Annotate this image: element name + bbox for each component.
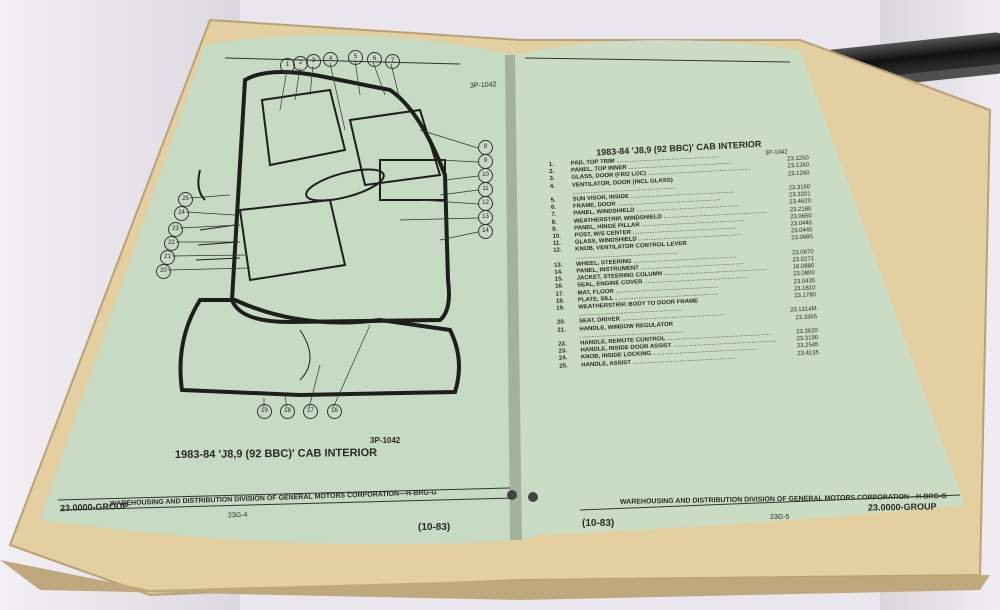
- windshield: [348, 108, 442, 187]
- illustration-code: 3P-1042: [469, 81, 497, 90]
- right-footer-rule: [579, 494, 961, 511]
- callout-number: 14: [478, 224, 493, 239]
- callout-number: 24: [174, 206, 189, 221]
- caption-code: 3P-1042: [370, 436, 401, 445]
- parts-list-number: 19.: [556, 305, 565, 312]
- right-footer-date: (10-83): [582, 518, 615, 529]
- callout-number: 20: [156, 264, 171, 279]
- leader-lines: [167, 59, 479, 409]
- gutter-shadow: [505, 55, 522, 540]
- binder-hole-left: [507, 490, 517, 500]
- binder-hole-right: [528, 492, 538, 502]
- callout-number: 17: [303, 404, 318, 419]
- parts-list-number: 25.: [559, 362, 568, 370]
- left-footer-rule-2: [59, 497, 513, 511]
- callout-number: 19: [257, 404, 272, 419]
- left-top-rule: [224, 57, 461, 65]
- callout-number: 3: [306, 54, 321, 69]
- left-footer-rule: [57, 487, 511, 501]
- callout-number: 25: [178, 192, 193, 207]
- floor-seal: [178, 298, 461, 398]
- right-top-rule: [524, 57, 791, 63]
- callout-number: 22: [164, 236, 179, 251]
- book-bottom-edge: [0, 560, 990, 600]
- callout-number: 6: [367, 52, 382, 67]
- callout-number: 11: [478, 182, 493, 197]
- callout-number: 21: [160, 250, 175, 265]
- callout-number: 13: [478, 210, 493, 225]
- right-page-number: 23G-5: [770, 514, 790, 521]
- parts-list-rows: 1.PAD, TOP TRIM2.PANEL, TOP INNER23.1250…: [549, 148, 820, 370]
- left-page: [40, 34, 520, 545]
- left-footer-date: (10-83): [418, 522, 451, 533]
- callout-number: 23: [168, 222, 183, 237]
- callout-number: 10: [478, 168, 493, 183]
- callout-number: 12: [478, 196, 493, 211]
- parts-list-number: 4.: [549, 183, 556, 190]
- caption-title: 1983-84 'J8,9 (92 BBC)' CAB INTERIOR: [174, 446, 378, 462]
- assist-handle: [197, 169, 206, 201]
- callout-number: 9: [478, 154, 493, 169]
- right-footer-group: 23.0000-GROUP: [867, 501, 937, 513]
- callout-number: 16: [327, 404, 342, 419]
- steering-wheel: [305, 168, 385, 202]
- callout-number: 8: [478, 140, 493, 155]
- parts-list-number: 21.: [557, 326, 566, 334]
- parts-list: 1983-84 'J8,9 (92 BBC)' CAB INTERIOR 1.P…: [548, 136, 820, 370]
- callout-number: 7: [385, 54, 400, 69]
- callout-number: 18: [280, 404, 295, 419]
- left-page-number: 23G-4: [227, 511, 248, 520]
- door-glass: [260, 88, 347, 167]
- driver-seat: [238, 198, 347, 282]
- callout-number: 4: [323, 52, 338, 67]
- floor-mat: [299, 329, 311, 381]
- callout-number: 5: [348, 50, 363, 65]
- parts-list-number: 12.: [553, 247, 562, 255]
